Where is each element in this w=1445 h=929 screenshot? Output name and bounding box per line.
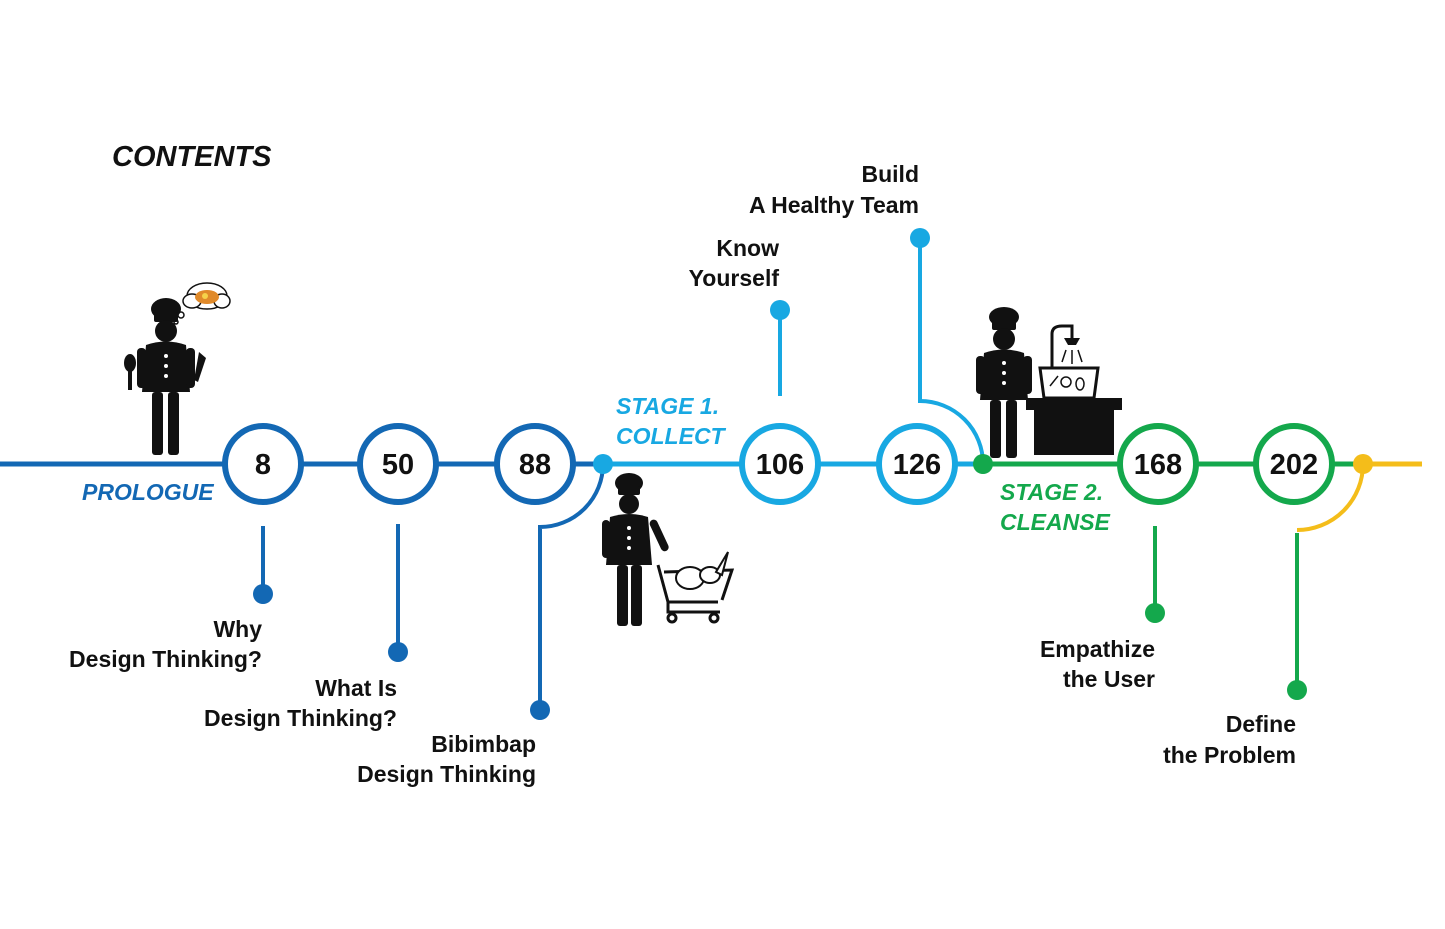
chef-shopping-cart-icon: [602, 473, 735, 626]
next-junction-dot: [1353, 454, 1373, 474]
chapter-label-88-line2: Design Thinking: [357, 761, 536, 787]
chef-thinking-icon: [124, 282, 231, 455]
end-dot-88: [530, 700, 550, 720]
page-number-126: 126: [893, 449, 941, 481]
page-number-168: 168: [1134, 449, 1182, 481]
chapter-label-106-line2: Yourself: [689, 265, 780, 291]
page-node-202: [1253, 423, 1335, 505]
stage-label-cleanse-line1: STAGE 2.: [1000, 479, 1103, 505]
chapter-label-126-line1: Build: [862, 161, 920, 187]
page-number-50: 50: [382, 449, 414, 481]
stage-label-collect-line2: COLLECT: [616, 423, 727, 449]
chapter-label-88-line1: Bibimbap: [431, 731, 536, 757]
page-node-8: [222, 423, 304, 505]
page-node-88: [494, 423, 576, 505]
chapter-label-50-line1: What Is: [315, 675, 397, 701]
chapter-label-168-line1: Empathize: [1040, 636, 1155, 662]
end-dot-126: [910, 228, 930, 248]
page-number-202: 202: [1270, 449, 1318, 481]
cleanse-junction-dot: [973, 454, 993, 474]
end-dot-202: [1287, 680, 1307, 700]
page-node-50: [357, 423, 439, 505]
chapter-label-50-line2: Design Thinking?: [204, 705, 397, 731]
end-dot-168: [1145, 603, 1165, 623]
branch-line-88: [538, 463, 605, 710]
page-node-126: [876, 423, 958, 505]
chapter-label-106-line1: Know: [716, 235, 779, 261]
branch-line-126: [918, 238, 985, 465]
collect-junction-dot: [593, 454, 613, 474]
chapter-label-126-line2: A Healthy Team: [749, 192, 919, 218]
chapter-label-8-line2: Design Thinking?: [69, 646, 262, 672]
chef-washing-station-icon: [976, 307, 1122, 458]
chapter-label-202-line1: Define: [1226, 711, 1296, 737]
chapter-label-202-line2: the Problem: [1163, 742, 1296, 768]
chapter-label-168-line2: the User: [1063, 666, 1155, 692]
page-node-168: [1117, 423, 1199, 505]
page-number-106: 106: [756, 449, 804, 481]
page-number-8: 8: [255, 449, 271, 481]
contents-title: CONTENTS: [112, 141, 272, 173]
end-dot-106: [770, 300, 790, 320]
page-node-106: [739, 423, 821, 505]
end-dot-8: [253, 584, 273, 604]
stage-label-cleanse-line2: CLEANSE: [1000, 509, 1111, 535]
page-number-88: 88: [519, 449, 551, 481]
stage-label-collect-line1: STAGE 1.: [616, 393, 719, 419]
chapter-label-8-line1: Why: [213, 616, 262, 642]
stage-label-prologue: PROLOGUE: [82, 479, 214, 505]
next-stage-curve: [1296, 463, 1365, 532]
end-dot-50: [388, 642, 408, 662]
